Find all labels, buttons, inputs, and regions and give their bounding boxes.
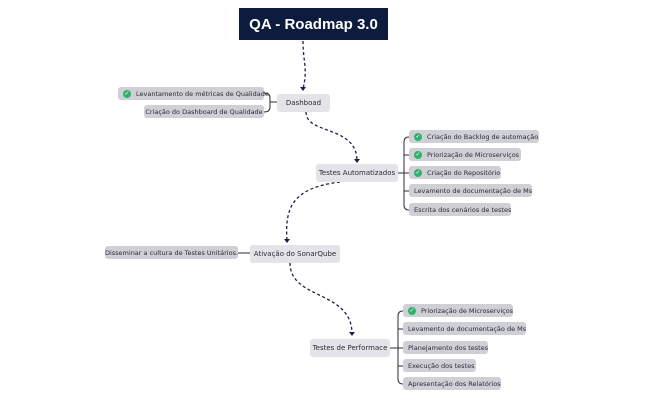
check-icon: ✓ xyxy=(414,132,422,141)
list-item-label: Levamento de documentação de Ms xyxy=(408,324,527,333)
list-item-apresentacao-relatorios[interactable]: Apresentação dos Relatórios xyxy=(403,377,501,390)
list-item-cultura-testes-unitarios[interactable]: Disseminar a cultura de Testes Unitários… xyxy=(105,246,238,259)
node-sonarqube[interactable]: Ativação do SonarQube xyxy=(250,245,340,263)
list-item-label: Priorização de Microserviços xyxy=(421,306,514,315)
list-item-label: Criação do Repositório xyxy=(427,168,501,177)
list-item-backlog-automacao[interactable]: ✓ Criação do Backlog de automação xyxy=(409,130,539,143)
node-testes-automatizados[interactable]: Testes Automatizados xyxy=(316,164,398,182)
list-item-levantamento-metricas[interactable]: ✓ Levantamento de métricas de Qualidade xyxy=(118,87,269,100)
check-icon: ✓ xyxy=(414,150,422,159)
list-item-planejamento-testes[interactable]: Planejamento dos testes xyxy=(403,341,488,354)
connector-testes-sonar xyxy=(286,181,341,242)
list-item-label: Disseminar a cultura de Testes Unitários… xyxy=(104,248,239,257)
roadmap-title: QA - Roadmap 3.0 xyxy=(239,8,388,40)
list-item-label: Apresentação dos Relatórios xyxy=(408,379,501,388)
connector-sonar-performance xyxy=(289,262,353,335)
list-item-priorizacao-microservicos-perf[interactable]: ✓ Priorização de Microserviços xyxy=(403,304,513,317)
list-item-levamento-documentacao[interactable]: Levamento de documentação de Ms xyxy=(409,184,532,197)
arrowhead xyxy=(284,239,290,243)
list-item-label: Criação do Dashboard de Qualidade xyxy=(145,107,263,116)
list-item-label: Levantamento de métricas de Qualidade xyxy=(136,89,269,98)
list-item-label: Planejamento dos testes xyxy=(408,343,489,352)
list-item-levamento-documentacao-perf[interactable]: Levamento de documentação de Ms xyxy=(403,322,526,335)
list-item-priorizacao-microservicos[interactable]: ✓ Priorização de Microserviços xyxy=(409,148,521,161)
check-icon: ✓ xyxy=(408,306,416,315)
node-testes-performance[interactable]: Testes de Performace xyxy=(310,339,390,357)
list-item-label: Execução dos testes xyxy=(408,361,475,370)
list-item-label: Criação do Backlog de automação xyxy=(427,132,539,141)
check-icon: ✓ xyxy=(123,89,131,98)
connector-title-dashboard xyxy=(302,40,306,90)
list-item-label: Priorização de Microserviços xyxy=(427,150,520,159)
list-item-execucao-testes[interactable]: Execução dos testes xyxy=(403,359,476,372)
arrowhead xyxy=(354,159,360,163)
connector-dashboard-testes xyxy=(305,111,358,162)
list-item-criacao-repositorio[interactable]: ✓ Criação do Repositório xyxy=(409,166,501,179)
check-icon: ✓ xyxy=(414,168,422,177)
arrowhead xyxy=(300,87,306,91)
node-dashboard[interactable]: Dashboad xyxy=(277,94,330,112)
arrowhead xyxy=(349,332,355,336)
list-item-escrita-cenarios[interactable]: Escrita dos cenários de testes xyxy=(409,203,511,216)
list-item-label: Levamento de documentação de Ms xyxy=(414,186,533,195)
list-item-criacao-dashboard[interactable]: Criação do Dashboard de Qualidade xyxy=(144,105,264,118)
list-item-label: Escrita dos cenários de testes xyxy=(414,205,512,214)
